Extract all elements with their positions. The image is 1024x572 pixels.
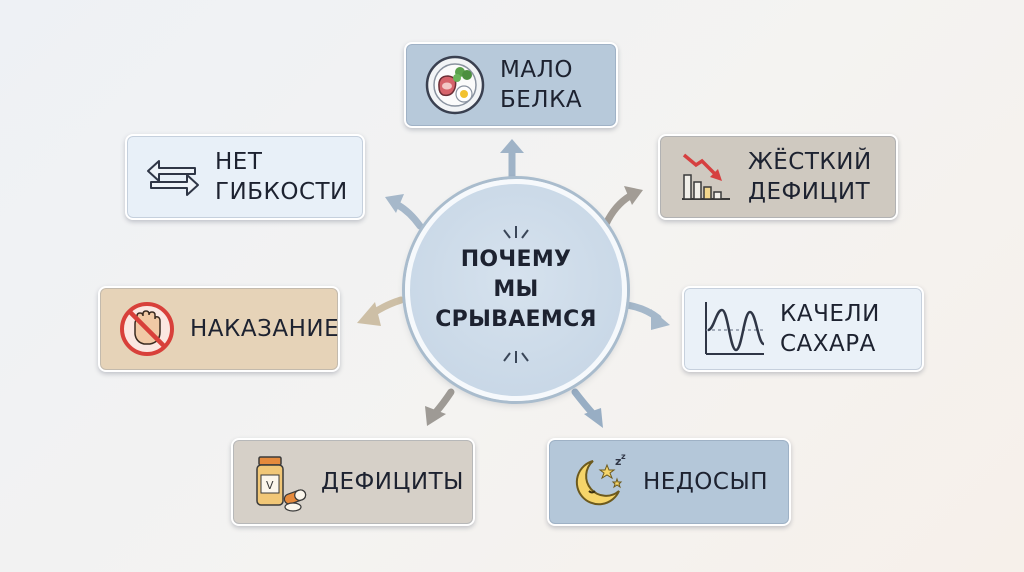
node-low-protein: МАЛО БЕЛКА (404, 42, 618, 128)
arrow-to-deficiencies (432, 388, 455, 416)
arrowhead-to-hard-deficit (624, 186, 643, 205)
node-hard-deficit: ЖЁСТКИЙ ДЕФИЦИТ (658, 134, 898, 220)
node-poor-sleep: z z НЕДОСЫП (547, 438, 791, 526)
arrow-to-no-flexibility (394, 201, 424, 230)
center-node: ПОЧЕМУ МЫ СРЫВАЕМСЯ (405, 179, 627, 401)
moon-stars-icon: z z (575, 452, 626, 506)
center-title: ПОЧЕМУ МЫ СРЫВАЕМСЯ (435, 247, 597, 332)
node-sugar-swings-label: КАЧЕЛИ САХАРА (780, 301, 880, 357)
arrowhead-to-no-flexibility (385, 194, 404, 213)
center-sparkle-top (503, 226, 529, 239)
arrowhead-to-low-protein (500, 139, 524, 153)
node-low-protein-label: МАЛО БЕЛКА (500, 57, 583, 113)
arrowhead-to-poor-sleep (584, 408, 603, 428)
node-poor-sleep-label: НЕДОСЫП (643, 469, 769, 495)
node-deficiencies-label: ДЕФИЦИТЫ (321, 469, 464, 495)
node-hard-deficit-label: ЖЁСТКИЙ ДЕФИЦИТ (748, 149, 872, 205)
center-sparkle-bottom (503, 351, 529, 363)
svg-text:V: V (266, 479, 274, 492)
wave-graph-icon (705, 302, 765, 355)
node-sugar-swings: КАЧЕЛИ САХАРА (682, 286, 924, 372)
node-punishment: НАКАЗАНИЕ (98, 286, 340, 372)
arrowhead-to-punishment (357, 302, 381, 326)
vitamin-bottle-icon: V (256, 456, 307, 512)
node-deficiencies: V ДЕФИЦИТЫ (231, 438, 475, 526)
node-no-flexibility-label: НЕТ ГИБКОСТИ (215, 149, 348, 205)
node-no-flexibility: НЕТ ГИБКОСТИ (125, 134, 365, 220)
svg-text:z: z (621, 452, 626, 461)
node-punishment-label: НАКАЗАНИЕ (190, 316, 340, 342)
prohibited-fist-icon (120, 302, 174, 356)
falling-chart-icon (682, 153, 730, 200)
swap-arrows-icon (147, 160, 199, 196)
arrow-to-hard-deficit (602, 192, 634, 228)
plate-meat-egg-icon (425, 55, 485, 115)
svg-text:z: z (615, 455, 621, 468)
arrowhead-to-deficiencies (425, 406, 446, 426)
arrowhead-to-sugar-swings (651, 309, 670, 330)
